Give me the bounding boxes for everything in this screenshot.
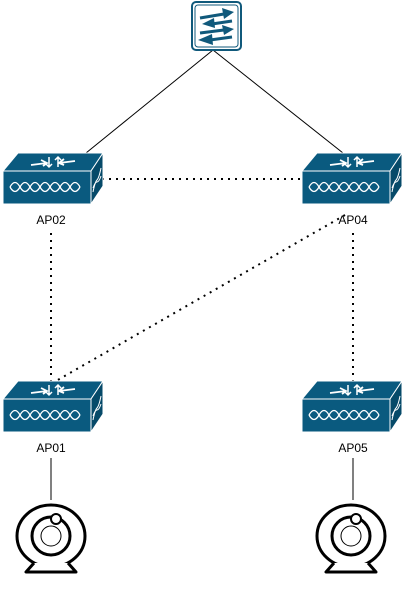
webcam-icon[interactable] xyxy=(315,503,387,574)
access-point-icon xyxy=(2,380,104,433)
access-point-icon xyxy=(301,380,403,433)
edges xyxy=(50,49,354,500)
webcam-icon[interactable] xyxy=(15,503,87,574)
access-point-ap02[interactable]: AP02 xyxy=(2,152,104,227)
ap04-label: AP04 xyxy=(338,213,368,227)
access-point-ap04[interactable]: AP04 xyxy=(301,152,403,227)
ap02-label: AP02 xyxy=(36,213,66,227)
switch-icon[interactable] xyxy=(191,1,242,51)
access-point-icon xyxy=(301,152,403,205)
access-point-ap01[interactable]: AP01 xyxy=(2,380,104,455)
edge-switch-ap04 xyxy=(212,49,344,154)
ap05-label: AP05 xyxy=(338,441,368,455)
access-point-icon xyxy=(2,152,104,205)
ap01-label: AP01 xyxy=(36,441,66,455)
access-point-ap05[interactable]: AP05 xyxy=(301,380,403,455)
edge-switch-ap02 xyxy=(85,49,214,154)
edge-ap04-ap01 xyxy=(55,214,346,382)
